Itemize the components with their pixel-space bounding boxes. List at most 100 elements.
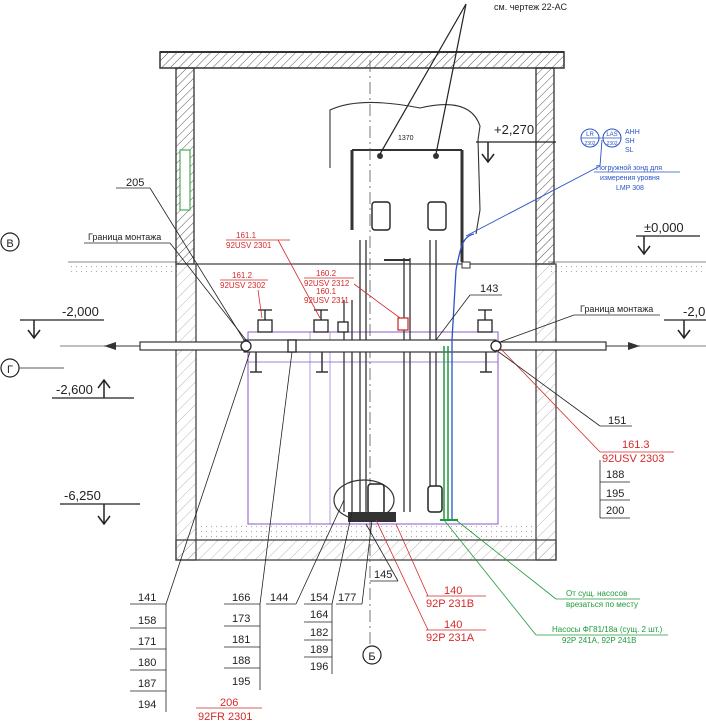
callout-144: 144 <box>270 592 288 604</box>
col3-item: 154 <box>310 592 328 604</box>
tag-92p231b: 92P 231B <box>426 598 474 610</box>
col2-item: 195 <box>232 676 250 688</box>
col2-item: 181 <box>232 634 250 646</box>
window <box>179 149 191 211</box>
probe-note-2: измерения уровня <box>600 175 660 182</box>
right-wall-upper <box>535 67 555 265</box>
tag-161-1: 161.1 <box>236 231 257 240</box>
elevation-label: +2,270 <box>494 122 534 137</box>
tag-92usv2301: 92USV 2301 <box>226 241 272 250</box>
frame-outline <box>247 331 499 525</box>
col1-item: 158 <box>138 615 156 627</box>
pipe-supports <box>250 352 492 373</box>
green-note-2: врезаться по месту <box>566 600 638 609</box>
ground-right <box>548 262 706 274</box>
left-wall-lower <box>175 263 197 561</box>
callout-151: 151 <box>608 415 626 427</box>
col1-item: 141 <box>138 592 156 604</box>
callout-143: 143 <box>480 283 498 295</box>
axis-label: Б <box>368 651 375 663</box>
elevation-label: -2,000 <box>62 304 99 319</box>
vertical-pipes <box>343 240 437 512</box>
probe-code: SH <box>625 138 635 145</box>
red-tags: 161.1 92USV 2301 161.2 92USV 2302 160.2 … <box>196 231 674 723</box>
green-note-3: Насосы ФГ81/18а (сущ. 2 шт.) <box>552 625 663 634</box>
probe-lr: LR <box>586 132 594 138</box>
green-note-4: 92P 241A, 92P 241B <box>562 636 636 645</box>
pump-upper-right <box>427 201 447 231</box>
probe-cable <box>451 233 475 520</box>
tag-140-a: 140 <box>444 619 462 631</box>
col1-item: 194 <box>138 699 156 711</box>
boundary-label-right: Граница монтажа <box>580 304 653 314</box>
elevation-label: -2,0 <box>683 304 705 319</box>
col2-item: 166 <box>232 592 250 604</box>
axis-v-marker: В <box>0 232 20 252</box>
top-note: см. чертеж 22-АС <box>494 2 567 12</box>
col2-item: 188 <box>232 655 250 667</box>
elevation-minus-2000-right: -2,0 <box>664 304 706 340</box>
pump-base <box>348 512 396 522</box>
elevation-label: ±0,000 <box>644 220 684 235</box>
col3-item: 196 <box>310 661 328 673</box>
bedding <box>196 524 536 540</box>
elevation-zero: ±0,000 <box>636 220 700 256</box>
roof-slab <box>159 51 565 69</box>
probe-las: LAS <box>606 132 617 138</box>
probe-note-1: Погружной зонд для <box>596 164 662 172</box>
probe-lr-num: 2302 <box>584 141 595 147</box>
col3-item: 189 <box>310 644 328 656</box>
axis-b-marker: Б <box>362 645 382 665</box>
tag-92usv2303: 92USV 2303 <box>602 453 664 465</box>
level-probe-symbols: LR 2302 LAS 2302 AHH SH SL Погружной зон… <box>580 128 680 192</box>
tag-161-3: 161.3 <box>622 439 650 451</box>
main-pipe <box>60 339 706 353</box>
elevation-minus-6250: -6,250 <box>60 488 140 526</box>
hoist-outline <box>329 101 481 235</box>
elevation-minus-2600: -2,600 <box>52 378 134 399</box>
tag-92usv2311: 92USV 2311 <box>304 296 349 305</box>
tag-92usv2302: 92USV 2302 <box>220 281 266 290</box>
right-wall-lower <box>535 263 557 561</box>
tag-92fr2301: 92FR 2301 <box>198 711 252 723</box>
tag-92p231a: 92P 231A <box>426 632 475 644</box>
green-notes: От сущ. насосов врезаться по месту Насос… <box>443 519 668 645</box>
tag-206: 206 <box>220 697 238 709</box>
elevation-label: -2,600 <box>56 382 93 397</box>
valves <box>240 309 502 353</box>
elevation-plus-2270: +2,270 <box>476 122 556 164</box>
axis-g-marker: Г <box>0 358 64 378</box>
col1-item: 187 <box>138 678 156 690</box>
pump-upper-left <box>371 201 391 231</box>
col1-item: 180 <box>138 657 156 669</box>
axis-label: Г <box>7 364 13 376</box>
pump-bottom-left <box>367 483 385 515</box>
probe-las-num: 2302 <box>606 141 617 147</box>
callout-205: 205 <box>126 177 144 189</box>
tag-140-b: 140 <box>444 585 462 597</box>
tag-160-1: 160.1 <box>316 287 337 296</box>
boundary-label-left: Граница монтажа <box>88 232 161 242</box>
probe-code: SL <box>625 147 634 154</box>
elevation-minus-2000-left: -2,000 <box>20 304 104 340</box>
callout-200: 200 <box>606 505 624 517</box>
col3-item: 164 <box>310 609 328 621</box>
tag-161-2: 161.2 <box>232 271 253 280</box>
callout-195: 195 <box>606 488 624 500</box>
dimension-1370: 1370 <box>398 135 414 142</box>
col2-item: 173 <box>232 613 250 625</box>
col1-item: 171 <box>138 636 156 648</box>
axis-label: В <box>6 238 13 250</box>
probe-note-3: LMP 308 <box>616 185 644 192</box>
tag-92usv2312: 92USV 2312 <box>304 279 350 288</box>
pump-bottom-right <box>427 485 443 513</box>
ground-left <box>68 262 178 274</box>
callout-145: 145 <box>374 569 392 581</box>
col3-item: 182 <box>310 627 328 639</box>
probe-code: AHH <box>625 129 640 136</box>
green-note-1: От сущ. насосов <box>566 589 627 598</box>
callout-177: 177 <box>338 592 356 604</box>
callouts: 205 143 151 145 188 195 200 141 158 171 … <box>116 177 632 712</box>
elevation-label: -6,250 <box>64 488 101 503</box>
